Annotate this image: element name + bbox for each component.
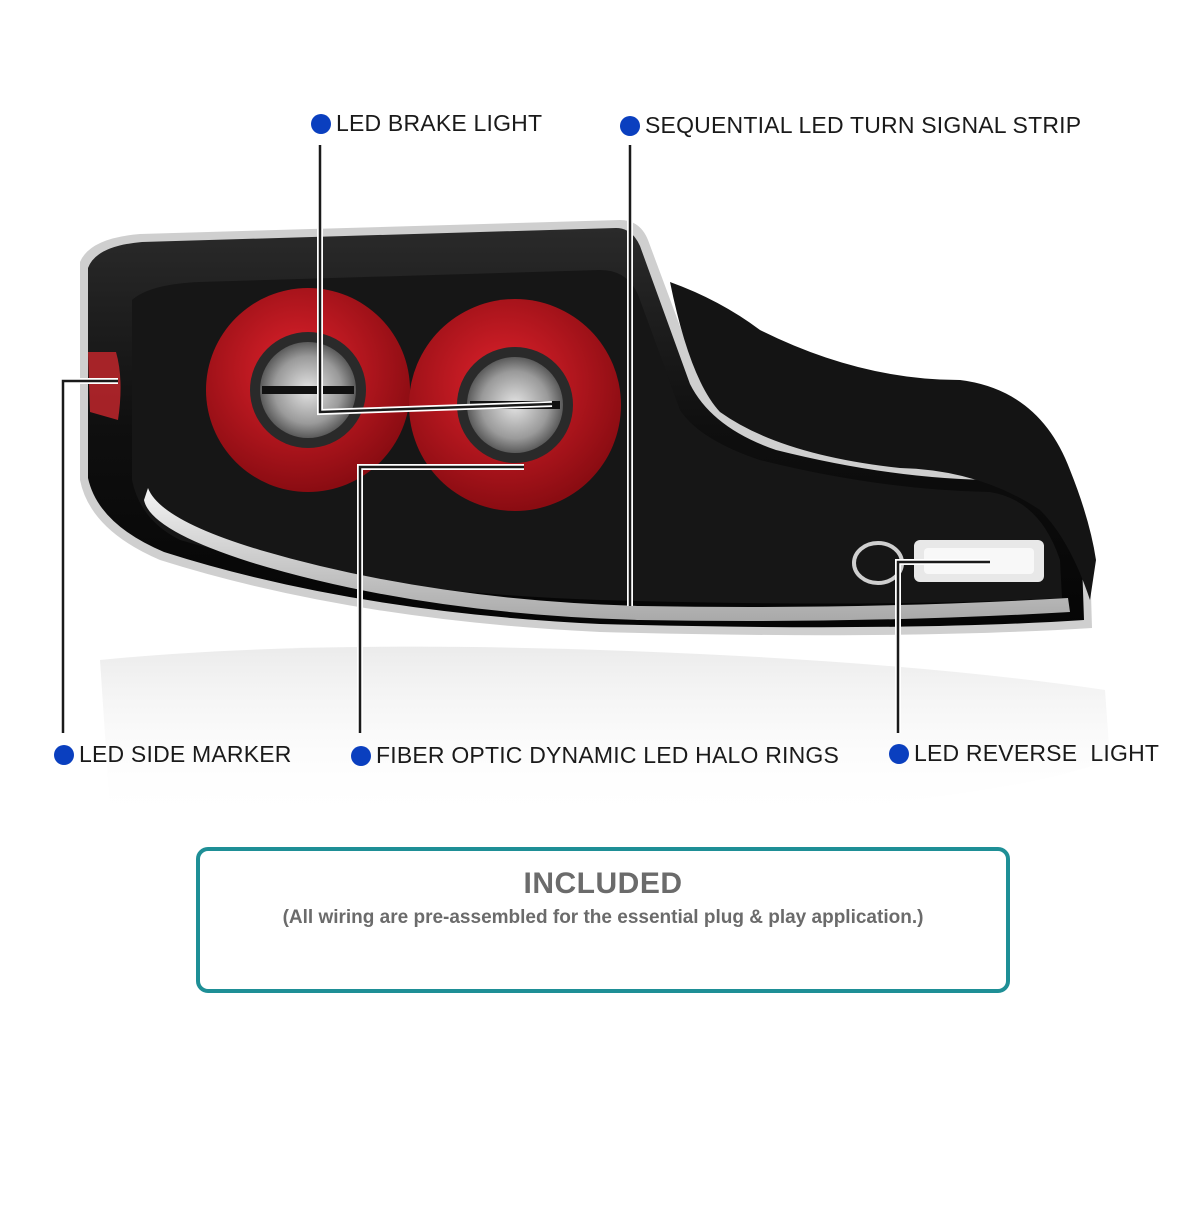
included-title: INCLUDED bbox=[523, 867, 683, 900]
bullet-icon bbox=[311, 113, 331, 134]
callout-turn-signal: SEQUENTIAL LED TURN SIGNAL STRIP bbox=[620, 112, 1081, 139]
turn-signal-strip bbox=[144, 488, 1070, 621]
included-note: (All wiring are pre-assembled for the es… bbox=[282, 907, 924, 928]
lens-bar-left bbox=[262, 386, 354, 394]
callout-label: LED REVERSE LIGHT bbox=[914, 740, 1160, 766]
bullet-icon bbox=[351, 745, 371, 766]
bullet-icon bbox=[620, 115, 640, 136]
callout-brake-light: LED BRAKE LIGHT bbox=[311, 110, 542, 137]
callout-side-marker: LED SIDE MARKER bbox=[54, 741, 292, 768]
leader-lines-core bbox=[61, 145, 990, 733]
reflection bbox=[100, 646, 1110, 824]
callout-halo-rings: FIBER OPTIC DYNAMIC LED HALO RINGS bbox=[351, 742, 839, 769]
bullet-icon bbox=[889, 743, 909, 764]
callout-label: LED BRAKE LIGHT bbox=[336, 110, 543, 136]
callout-label: LED SIDE MARKER bbox=[79, 741, 292, 767]
callout-label: FIBER OPTIC DYNAMIC LED HALO RINGS bbox=[376, 742, 840, 768]
side-marker-lens bbox=[88, 352, 121, 420]
callout-reverse-light: LED REVERSE LIGHT bbox=[889, 740, 1159, 767]
bullet-icon bbox=[54, 744, 74, 765]
included-box: INCLUDED (All wiring are pre-assembled f… bbox=[196, 847, 1010, 993]
housing-wing bbox=[670, 282, 1096, 600]
callout-label: SEQUENTIAL LED TURN SIGNAL STRIP bbox=[645, 112, 1082, 138]
